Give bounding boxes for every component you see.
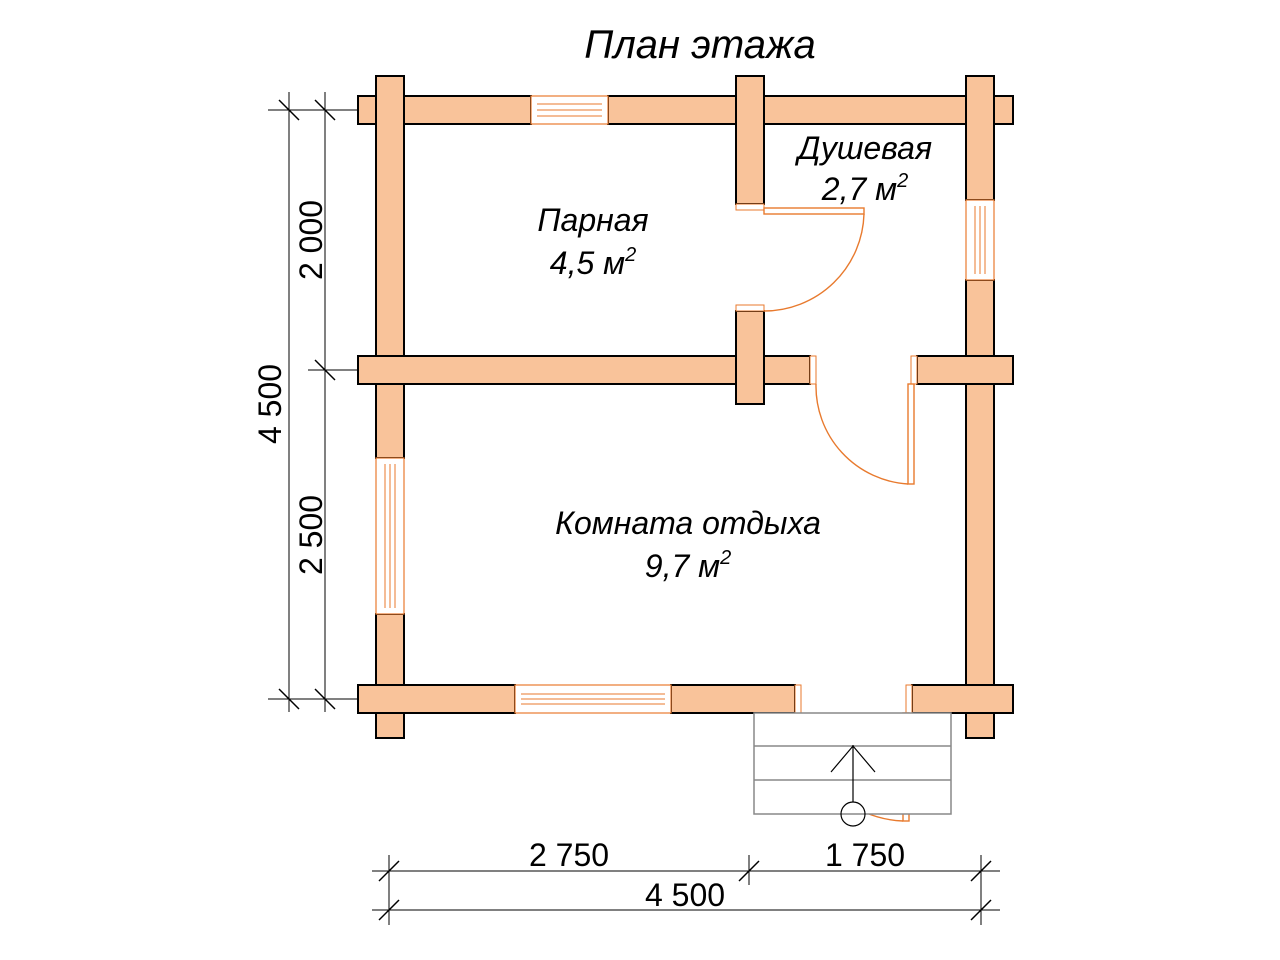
wall-bottom-right xyxy=(911,684,1014,714)
wall-bottom-left xyxy=(357,684,516,714)
room-name-parnaya: Парная xyxy=(537,202,648,238)
window-right xyxy=(965,199,995,281)
dim-bottom-right: 1 750 xyxy=(825,837,905,873)
room-name-dushevaya: Душевая xyxy=(795,130,932,166)
dim-left-bottom: 2 500 xyxy=(293,495,329,575)
room-area-komnata: 9,7 м2 xyxy=(645,547,731,584)
plan-title: План этажа xyxy=(584,23,815,67)
wall-top-right xyxy=(607,95,1014,125)
dimensions-left: 4 500 2 000 2 500 xyxy=(252,92,358,712)
room-name-komnata: Комната отдыха xyxy=(555,505,821,541)
wall-shower-upper xyxy=(735,75,765,205)
window-left xyxy=(375,457,405,615)
wall-shower-lower xyxy=(735,310,765,405)
room-area-parnaya: 4,5 м2 xyxy=(550,244,636,281)
window-top xyxy=(530,95,609,125)
window-bottom xyxy=(514,684,672,714)
door-steam-room xyxy=(735,203,865,312)
dim-bottom-total: 4 500 xyxy=(645,877,725,913)
wall-left-lower xyxy=(375,613,405,739)
windows xyxy=(375,95,995,714)
porch-stairs xyxy=(753,712,952,827)
stair-start-circle xyxy=(840,801,866,827)
dimensions-bottom: 2 750 1 750 4 500 xyxy=(372,837,1000,925)
dim-bottom-left: 2 750 xyxy=(529,837,609,873)
wall-middle-partition xyxy=(357,355,811,385)
wall-right-upper xyxy=(965,75,995,201)
dim-left-total: 4 500 xyxy=(252,364,288,444)
wall-left-upper xyxy=(375,75,405,459)
wall-bottom-middle xyxy=(670,684,796,714)
wall-right-lower xyxy=(965,279,995,739)
walls xyxy=(357,75,1014,739)
room-area-dushevaya: 2,7 м2 xyxy=(821,170,908,207)
dim-left-top: 2 000 xyxy=(293,200,329,280)
door-hall xyxy=(809,355,918,485)
room-labels: Парная 4,5 м2 Душевая 2,7 м2 Комната отд… xyxy=(537,130,932,584)
wall-middle-right-stub xyxy=(916,355,1014,385)
